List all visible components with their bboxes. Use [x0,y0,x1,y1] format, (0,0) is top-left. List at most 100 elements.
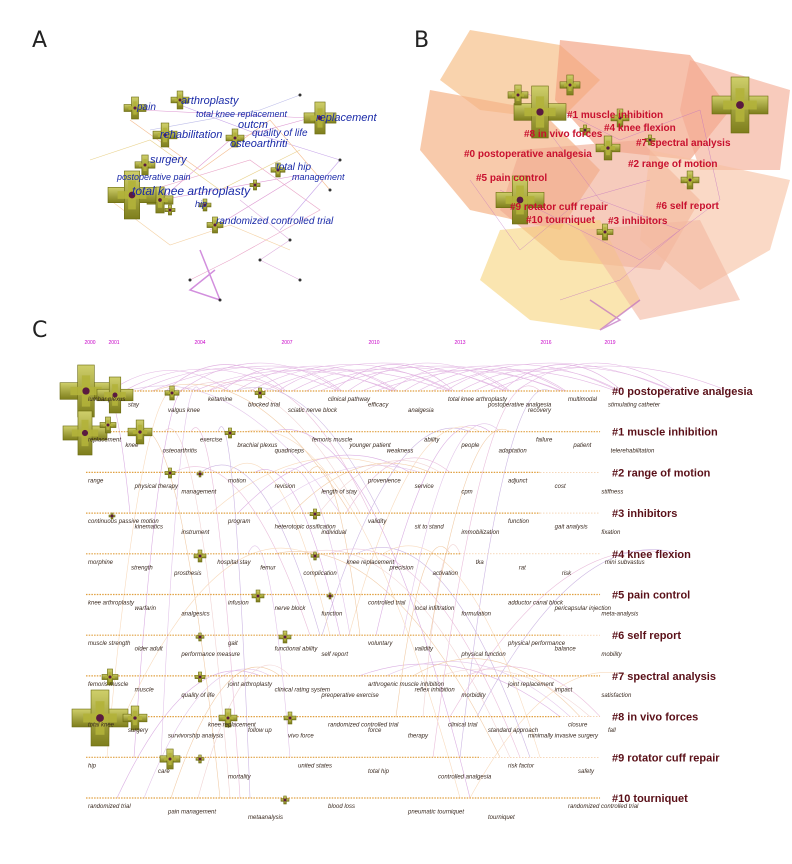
citation-arc [422,544,461,717]
cluster-network-b: #1 muscle inhibition#8 in vivo forces#4 … [420,30,790,331]
keyword-label: arthrogenic muscle inhibition [368,682,445,688]
node-glyph [122,705,148,731]
cluster-label: #6 self report [612,630,681,642]
keyword-label: validity [368,519,387,525]
citation-arc [173,466,311,636]
citation-arc [402,423,501,636]
citation-arc [143,668,271,799]
keyword-label: quadriceps [275,449,304,455]
keyword-label: total hip [368,769,390,775]
keyword-label: analgesics [181,612,209,618]
node-label: total knee replacement [196,109,288,119]
keyword-label: prosthesis [173,571,201,577]
keyword-label: minimally invasive surgery [528,734,599,740]
keyword-label: femoris muscle [88,682,129,688]
year-tick: 2004 [194,340,205,346]
citation-arc [137,367,339,392]
keyword-label: voluntary [368,641,393,647]
citation-arc [333,364,455,392]
cluster-label: #6 self report [656,201,719,212]
citation-arc [193,370,395,392]
keyword-label: total knee [88,723,115,729]
citation-arc [459,389,551,758]
citation-arc [473,367,675,392]
citation-arc [445,370,567,392]
citation-arc [207,368,449,392]
node-glyph [644,134,656,146]
keyword-label: quality of life [181,693,215,699]
citation-arc [375,368,617,392]
citation-arc [319,365,561,392]
keyword-label: younger patient [348,443,391,449]
node-glyph [123,96,147,120]
citation-arc [466,666,601,717]
keyword-label: reflex inhibition [415,687,456,693]
keyword-label: joint replacement [507,682,554,688]
keyword-label: exercise [200,438,223,444]
node-glyph [164,385,180,401]
keyword-label: hospital stay [217,560,251,566]
node-glyph [225,128,245,148]
citation-arc [328,548,521,758]
citation-arc [197,664,291,799]
node-glyph [194,671,206,683]
citation-arc [347,362,509,392]
keyword-label: morbidity [461,693,486,699]
citation-arc [163,428,231,799]
citation-arc [361,370,563,392]
citation-arc [417,364,619,392]
node-glyph [99,416,117,434]
keyword-label: united states [298,763,332,769]
keyword-label: adductor canal block [508,601,564,607]
node-label: pain [136,102,156,113]
keyword-label: postoperative analgesia [487,403,552,409]
node-glyph [249,179,261,191]
cluster-label: #0 postoperative analgesia [612,386,753,398]
node-glyph [71,689,129,747]
keyword-label: risk factor [508,763,535,769]
node-glyph [303,101,337,135]
keyword-label: analgesia [408,408,434,414]
cluster-hull [555,40,730,160]
keyword-label: self report [321,652,348,658]
node-glyph [310,551,320,561]
keyword-label: range [88,478,104,484]
keyword-label: controlled analgesia [438,774,492,780]
keyword-label: strength [131,565,153,571]
node-glyph [495,175,545,225]
citation-arc [515,362,677,392]
keyword-label: multimodal [568,397,598,403]
keyword-label: joint arthroplasty [227,682,273,688]
keyword-label: mortality [228,774,252,780]
citation-arc [403,365,565,392]
citation-arc [432,385,541,758]
node-glyph [280,795,290,805]
citation-arc [151,365,393,392]
citation-arc [395,546,451,717]
keyword-label: sit to stand [415,525,445,531]
citation-arc [221,367,343,392]
keyword-label: randomized controlled trial [328,723,399,729]
keyword-label: care [158,769,170,775]
keyword-label: satisfaction [601,693,632,699]
year-tick: 2010 [368,340,379,346]
panel-b-letter: B [414,28,430,53]
node-glyph [224,427,236,439]
panel-c-letter: C [32,318,48,343]
keyword-label: function [321,612,343,618]
keyword-label: adjunct [508,478,528,484]
keyword-label: therapy [408,734,429,740]
keyword-label: brachial plexus [237,443,277,449]
node-glyph [152,122,178,148]
keyword-label: tourniquet [488,815,515,821]
keyword-label: risk [562,571,572,577]
keyword-label: older adult [135,647,163,653]
keyword-label: blocked trial [248,403,281,409]
keyword-label: pneumatic tourniquet [407,810,464,816]
cluster-label: #10 tourniquet [612,793,688,805]
citation-arc [247,545,291,758]
keyword-label: adaptation [499,449,528,455]
node-glyph [559,74,581,96]
node-label: surgery [150,154,188,166]
